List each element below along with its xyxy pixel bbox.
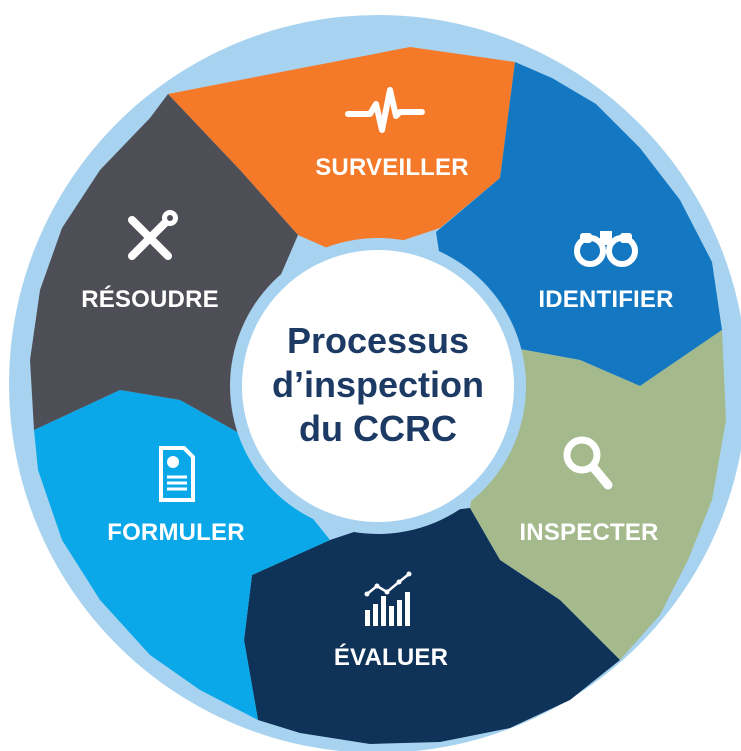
heartbeat-icon (345, 87, 425, 133)
segment-surveiller: SURVEILLER (168, 47, 515, 258)
segment-resoudre: RÉSOUDRE (30, 94, 298, 438)
segment-inspecter: INSPECTER (470, 330, 726, 660)
segment-identifier-shape (436, 62, 722, 386)
segment-identifier: IDENTIFIER (436, 62, 722, 386)
growth-chart-icon (364, 571, 412, 626)
magnifier-icon (563, 436, 613, 490)
center-circle (242, 250, 514, 522)
segment-formuler-shape (34, 390, 330, 720)
segment-evaluer-shape (244, 508, 620, 744)
segment-formuler: FORMULER (34, 390, 330, 720)
segment-resoudre-shape (30, 94, 298, 438)
segment-label-formuler: FORMULER (107, 519, 245, 546)
center-title-line-2: d’inspection (272, 364, 484, 405)
segment-label-surveiller: SURVEILLER (315, 154, 469, 181)
tools-icon (128, 210, 178, 260)
center-title-line-1: Processus (287, 320, 469, 361)
segment-label-evaluer: ÉVALUER (334, 643, 448, 671)
binoculars-icon (574, 231, 638, 267)
segment-label-identifier: IDENTIFIER (538, 286, 673, 313)
segment-label-inspecter: INSPECTER (519, 519, 658, 546)
segment-inspecter-shape (470, 330, 726, 660)
segment-evaluer: ÉVALUER (244, 508, 620, 744)
segment-surveiller-shape (168, 47, 515, 258)
center-title-line-3: du CCRC (299, 408, 457, 449)
segment-label-resoudre: RÉSOUDRE (81, 285, 219, 313)
document-icon (159, 446, 195, 502)
